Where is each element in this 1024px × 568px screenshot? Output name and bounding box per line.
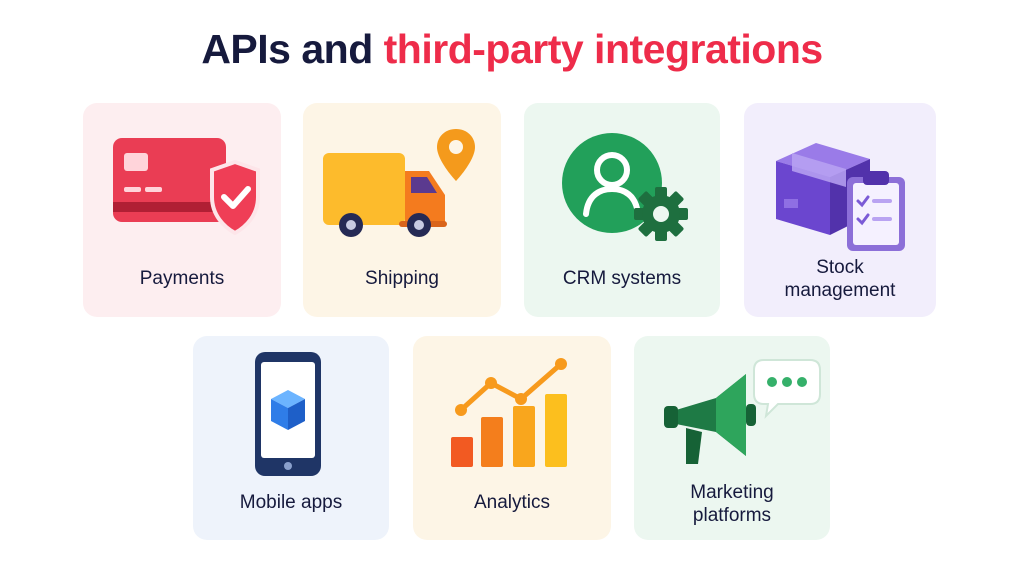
card-label-line: Stock: [816, 257, 864, 278]
card-label: Marketing platforms: [634, 481, 830, 527]
title-part-dark: APIs and: [201, 26, 373, 72]
delivery-truck-location-icon: [323, 129, 475, 237]
box-clipboard-icon: [776, 143, 905, 251]
card-label: Shipping: [365, 268, 439, 289]
card-label: CRM systems: [562, 268, 682, 289]
card-label: Payments: [139, 268, 225, 289]
card-shipping: Shipping: [303, 103, 501, 317]
card-label-line: Marketing: [690, 482, 774, 503]
card-payments: Payments: [83, 103, 281, 317]
smartphone-cube-icon: [255, 352, 321, 476]
card-label: Analytics: [473, 492, 551, 513]
card-mobile-apps: Mobile apps: [193, 336, 389, 540]
megaphone-chat-icon: [664, 359, 821, 464]
card-label-line: platforms: [692, 505, 772, 526]
card-marketing-platforms: Marketing platforms: [634, 336, 830, 540]
page-title: APIs and third-party integrations: [0, 26, 1024, 73]
card-crm-systems: CRM systems: [524, 103, 720, 317]
card-analytics: Analytics: [413, 336, 611, 540]
card-label-line: management: [784, 280, 896, 301]
bar-chart-trend-icon: [451, 358, 567, 467]
user-gear-icon: [562, 133, 688, 241]
title-part-red: third-party integrations: [383, 26, 824, 72]
card-label: Mobile apps: [239, 492, 343, 513]
card-label: Stock management: [744, 256, 936, 302]
credit-card-shield-icon: [113, 138, 260, 236]
card-stock-management: Stock management: [744, 103, 936, 317]
